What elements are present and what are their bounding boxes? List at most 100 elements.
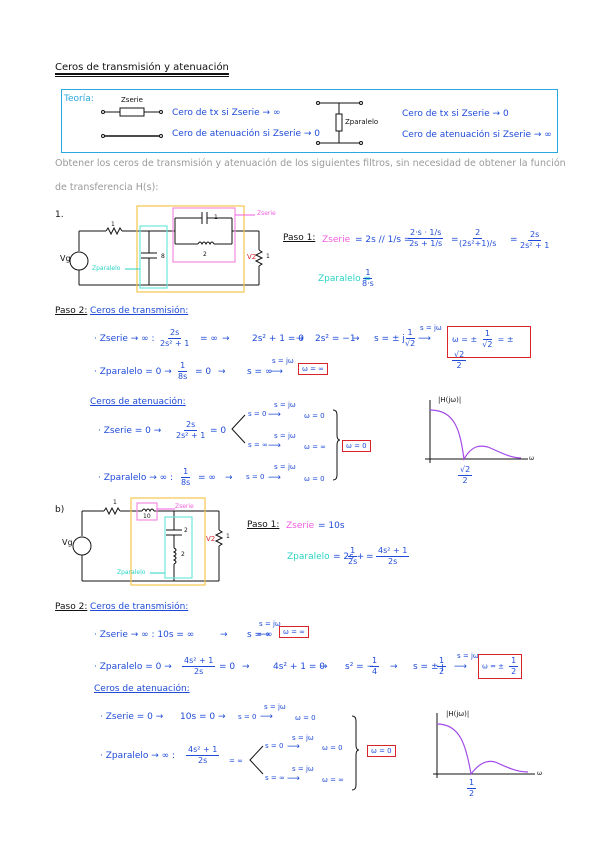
b-at-row1-rest1: 10s = 0: [180, 712, 216, 722]
a-at-row1-arrow2: s = jω: [274, 432, 296, 440]
b-at-row2-arrow2: s = jω: [292, 765, 314, 773]
b-tx-row1-rest: s = ∞: [247, 630, 273, 640]
b-z-paralelo-box: [164, 516, 193, 579]
b-at-row2-r2: ω = ∞: [322, 776, 345, 784]
plot-b-curve: [436, 723, 529, 776]
plot-b-xlabel: ω: [537, 770, 543, 777]
a-tx-row1-lhs: · Zserie → ∞ :: [94, 334, 155, 344]
b-tx-row1-arrow: s = jω: [259, 620, 281, 628]
b-tx-row2-lhs: · Zparalelo = 0 →: [94, 662, 172, 672]
b-v2-label: V2: [206, 535, 216, 543]
b-z-paralelo: Zparalelo: [287, 552, 330, 562]
a-z-serie: Zserie: [322, 235, 351, 245]
b-at-row2-arrow1: s = jω: [292, 734, 314, 742]
a-tx-row1-rest3: 2s² = −1: [315, 334, 356, 344]
v2-label: V2: [247, 253, 257, 261]
vg-label: Vg: [60, 254, 71, 263]
a-at-row2-b1: s = 0: [246, 473, 265, 481]
problem-b-label: b): [55, 505, 65, 515]
teoria-label: Teoría:: [64, 94, 94, 104]
a-at-row2-r1: ω = 0: [304, 475, 325, 483]
z-serie-tag: Zserie: [257, 210, 276, 217]
b-at-row2-rest1: = ∞: [229, 757, 243, 765]
c-shunt-value: 8: [161, 253, 165, 260]
a-tx-row2-lhs: · Zparalelo = 0 →: [94, 367, 172, 377]
z-serie-box: [172, 207, 236, 263]
teoria-box: [61, 89, 558, 153]
b-z-serie: Zserie: [286, 521, 315, 531]
b-z-total-box: [130, 497, 206, 586]
b-zs-eq: = 10s: [318, 521, 345, 531]
a-tx-row2-result: ω = ∞: [298, 363, 329, 375]
b-zp-eq: = 2s +: [333, 552, 365, 562]
z-paralelo-label: Zparalelo: [345, 118, 379, 126]
c-series-value: 1: [214, 214, 218, 221]
r1-value: 1: [111, 221, 115, 228]
a-at-row1-rest1: = 0: [210, 426, 227, 436]
b-at-row2-lhs: · Zparalelo → ∞ :: [100, 751, 176, 761]
b-l-series-value: 10: [143, 513, 151, 520]
b-at-row2-r1: ω = 0: [322, 744, 343, 752]
a-tx-row1-rest4: s = ± j: [374, 334, 405, 344]
a-tx-row1-arrow: s = jω: [420, 324, 442, 332]
a-z-paralelo: Zparalelo =: [318, 274, 372, 284]
b-tx-row2-rest2: 4s² + 1 = 0: [273, 662, 326, 672]
z-serie-label: Zserie: [121, 96, 143, 104]
b-r-load-value: 1: [226, 533, 230, 540]
b-c-shunt-value: 2: [184, 527, 188, 534]
b-tx-row2-rest4: s = ± j: [413, 662, 444, 672]
r-load-value: 1: [266, 253, 270, 260]
a-at-result: ω = 0: [342, 440, 371, 452]
plot-a-xlabel: ω: [529, 455, 535, 462]
instructions-line-1: Obtener los ceros de transmisión y atenu…: [55, 158, 566, 169]
teoria-left-note-2: Cero de atenuación si Zserie → 0: [172, 129, 320, 139]
a-at-row1-arrow1: s = jω: [274, 401, 296, 409]
a-at-row1-b1: s = 0: [248, 410, 267, 418]
b-paso2-label: Paso 2:: [55, 602, 88, 612]
b-at-row1-rest2: s = 0: [238, 713, 257, 721]
teoria-right-note-2: Cero de atenuación si Zserie → ∞: [402, 130, 552, 140]
a-tx-row1-rest2: 2s² + 1 = 0: [252, 334, 305, 344]
a-tx-row2-arrow: s = jω: [272, 357, 294, 365]
problem-a-label: 1.: [55, 210, 64, 220]
a-at-row2-arrow: s = jω: [274, 463, 296, 471]
b-z-serie-box: [136, 502, 158, 521]
z-paralelo-tag: Zparalelo: [92, 265, 121, 272]
page-title: Ceros de transmisión y atenuación: [55, 62, 229, 77]
a-at-row2-rest1: = ∞: [198, 473, 216, 483]
b-at-row1-r1: ω = 0: [295, 714, 316, 722]
b-tx-row1-result: ω = ∞: [279, 626, 310, 638]
a-tx-title: Ceros de transmisión:: [90, 306, 189, 316]
b-tx-row2-arrow: s = jω: [457, 652, 479, 660]
teoria-left-note-1: Cero de tx si Zserie → ∞: [172, 108, 281, 118]
b-tx-row2-rest1: = 0: [219, 662, 236, 672]
a-frac2: 2(2s²+1)/s: [459, 228, 497, 248]
a-tx-row1-rest1: = ∞: [200, 334, 218, 344]
b-r1-value: 1: [113, 499, 117, 506]
plot-b-ylabel: |H(jω)|: [446, 710, 470, 718]
b-at-result: ω = 0: [367, 745, 396, 757]
z-total-box: [136, 205, 245, 293]
l-series-value: 2: [203, 251, 207, 258]
b-z-paralelo-tag: Zparalelo: [117, 569, 146, 576]
b-at-row2-b2: s = ∞: [265, 774, 285, 782]
plot-a-ylabel: |H(jω)|: [438, 396, 462, 404]
